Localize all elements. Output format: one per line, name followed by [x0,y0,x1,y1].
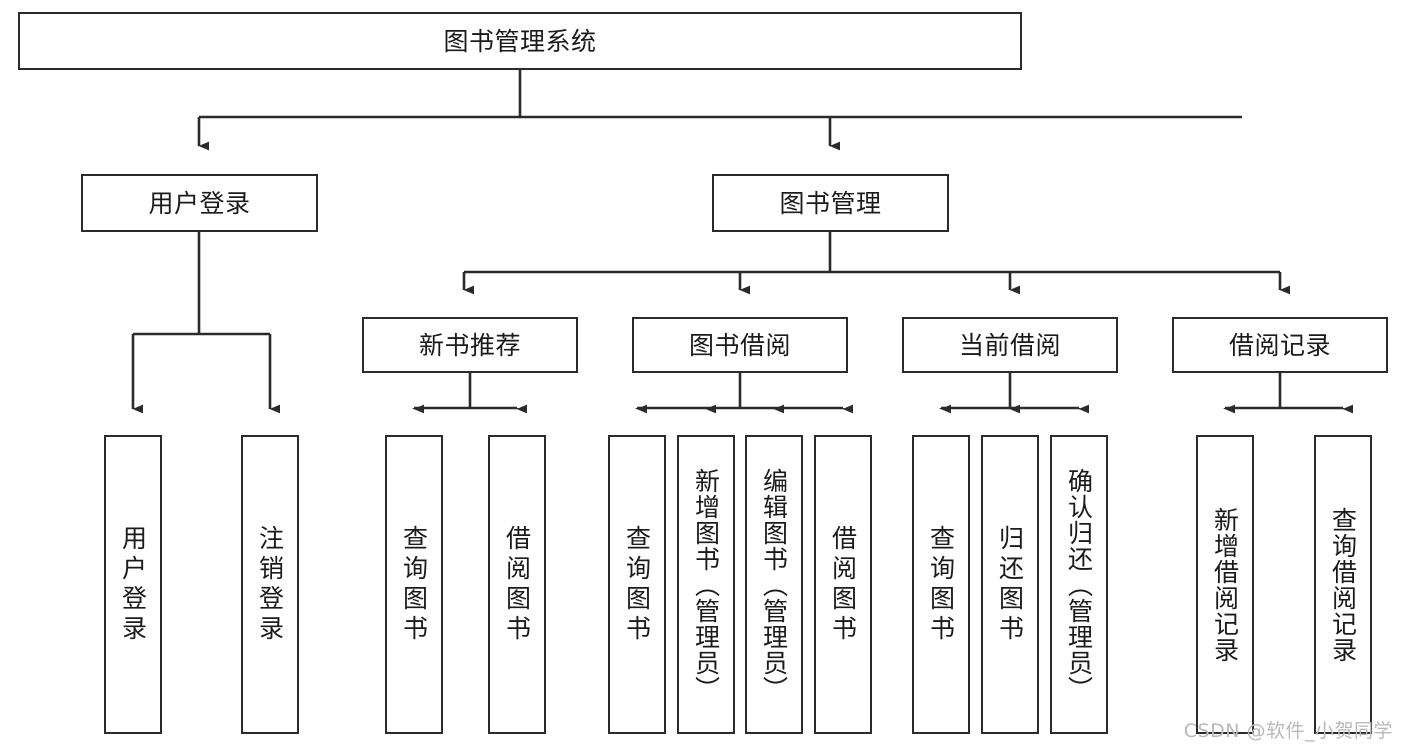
node-leaf-add-record-label: 新增借阅记录 [1210,506,1240,663]
node-book-manage[interactable]: 图书管理 [712,174,949,232]
node-leaf-add-record[interactable]: 新增借阅记录 [1196,435,1254,734]
node-book-manage-label: 图书管理 [779,188,882,218]
node-book-borrow-label: 图书借阅 [688,330,791,360]
node-current-borrow-label: 当前借阅 [958,330,1061,360]
node-leaf-confirm-return[interactable]: 确认归还（管理员） [1050,435,1108,734]
node-leaf-query-book-1[interactable]: 查询图书 [385,435,443,734]
node-current-borrow[interactable]: 当前借阅 [902,317,1118,373]
node-leaf-add-book-label: 新增图书（管理员） [691,467,721,702]
node-leaf-borrow-book-1[interactable]: 借阅图书 [488,435,546,734]
node-book-borrow[interactable]: 图书借阅 [632,317,848,373]
node-borrow-record[interactable]: 借阅记录 [1172,317,1388,373]
node-leaf-query-book-3-label: 查询图书 [926,524,956,645]
node-leaf-query-record-label: 查询借阅记录 [1328,506,1358,663]
node-leaf-query-book-2[interactable]: 查询图书 [608,435,666,734]
node-leaf-confirm-return-label: 确认归还（管理员） [1064,467,1094,702]
node-leaf-borrow-book-1-label: 借阅图书 [502,524,532,645]
watermark-text: CSDN @软件_小贺同学 [1183,720,1393,742]
node-leaf-logout-login[interactable]: 注销登录 [241,435,299,734]
node-leaf-add-book[interactable]: 新增图书（管理员） [677,435,735,734]
node-leaf-edit-book[interactable]: 编辑图书（管理员） [745,435,803,734]
node-leaf-borrow-book-2[interactable]: 借阅图书 [814,435,872,734]
node-user-login[interactable]: 用户登录 [81,174,318,232]
node-leaf-query-book-3[interactable]: 查询图书 [912,435,970,734]
node-borrow-record-label: 借阅记录 [1228,330,1331,360]
node-user-login-label: 用户登录 [148,188,251,218]
node-leaf-return-book-label: 归还图书 [995,524,1025,645]
node-leaf-query-book-1-label: 查询图书 [399,524,429,645]
node-new-book-recommend[interactable]: 新书推荐 [362,317,578,373]
node-leaf-borrow-book-2-label: 借阅图书 [828,524,858,645]
node-root-label: 图书管理系统 [443,26,597,56]
node-leaf-user-login-label: 用户登录 [118,524,148,645]
node-leaf-query-record[interactable]: 查询借阅记录 [1314,435,1372,734]
node-root[interactable]: 图书管理系统 [18,12,1022,70]
node-leaf-edit-book-label: 编辑图书（管理员） [759,467,789,702]
node-leaf-query-book-2-label: 查询图书 [622,524,652,645]
node-leaf-return-book[interactable]: 归还图书 [981,435,1039,734]
node-leaf-user-login[interactable]: 用户登录 [104,435,162,734]
node-leaf-logout-login-label: 注销登录 [255,524,285,645]
node-new-book-recommend-label: 新书推荐 [418,330,521,360]
